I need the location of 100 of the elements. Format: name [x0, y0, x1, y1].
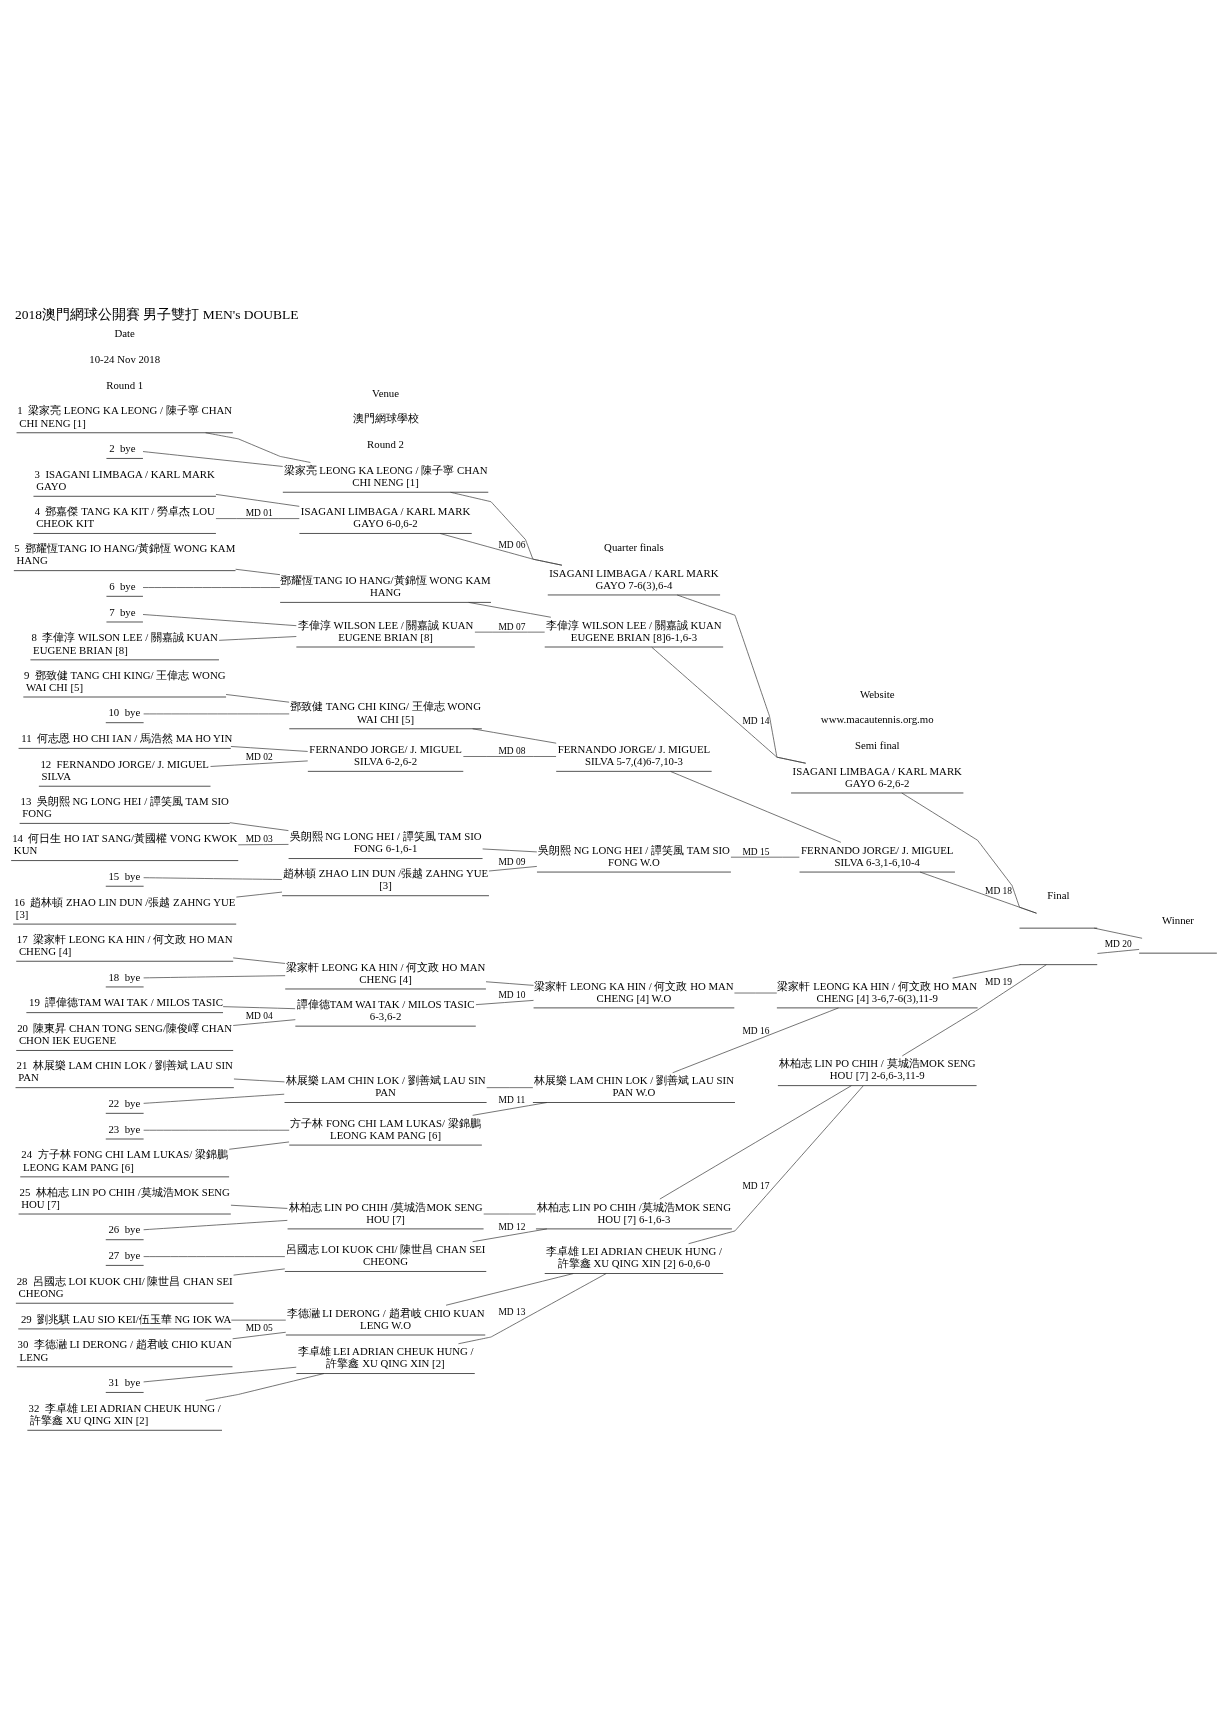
connector — [472, 1228, 548, 1243]
connector — [225, 694, 290, 703]
connector — [670, 771, 842, 843]
connector — [142, 587, 281, 588]
connector — [468, 602, 552, 618]
node-text: 方子林 FONG CHI LAM LUKAS/ 梁錦鵬 LEONG KAM PANG [6] — [290, 1116, 481, 1141]
node-text: 李德瀜 LI DERONG / 趙君岐 CHIO KUAN LENG W.O — [286, 1306, 485, 1331]
connector — [142, 614, 297, 626]
connector — [210, 760, 309, 767]
node-text: 4 鄧嘉傑 TANG KA KIT / 勞卓杰 LOU CHEOK KIT — [34, 505, 215, 530]
node-text: 12 FERNANDO JORGE/ J. MIGUEL SILVA — [40, 757, 209, 783]
node-text: FERNANDO JORGE/ J. MIGUEL SILVA 6-2,6-2 — [309, 742, 462, 768]
node-text: 30 李德瀜 LI DERONG / 趙君岐 CHIO KUAN LENG — [17, 1338, 232, 1363]
edge-label: MD 08 — [498, 745, 526, 756]
connector — [236, 891, 283, 898]
node-text: 李卓雄 LEI ADRIAN CHEUK HUNG / 許擎鑫 XU QING XIN [2] 6-0,6-0 — [545, 1245, 722, 1270]
connector — [445, 1273, 574, 1306]
connector — [919, 871, 1037, 914]
connector — [232, 1331, 287, 1340]
label: Date — [114, 327, 135, 340]
edge-label: MD 11 — [498, 1095, 526, 1106]
connector — [952, 964, 1021, 979]
node-text: 25 林柏志 LIN PO CHIH /莫城浩MOK SENG HOU [7] — [19, 1185, 230, 1210]
node-text: 11 何志恩 HO CHI IAN / 馬浩然 MA HO YIN — [21, 732, 233, 745]
connector — [1097, 949, 1140, 954]
edge-label: MD 16 — [742, 1026, 770, 1037]
edge-label: MD 04 — [245, 1010, 273, 1021]
connector — [472, 728, 557, 744]
label: Round 2 — [367, 438, 405, 451]
node-text: 8 李偉淳 WILSON LEE / 關嘉誠 KUAN EUGENE BRIAN [8] — [31, 631, 218, 656]
node-text: 5 鄧耀恆TANG IO HANG/黃錦恆 WONG KAM HANG — [14, 542, 236, 567]
edge-label: MD 03 — [245, 833, 273, 844]
label: Semi final — [854, 738, 900, 751]
edge-label: MD 20 — [1104, 939, 1132, 950]
node-text: 吳朗熙 NG LONG HEI / 譚笑風 TAM SIO FONG W.O — [537, 843, 730, 868]
edge-label: MD 19 — [985, 977, 1013, 988]
node-text: 15 bye — [108, 870, 141, 883]
connector — [901, 792, 1037, 914]
connector — [143, 975, 286, 979]
connector — [143, 1256, 286, 1257]
edge-label: MD 12 — [498, 1221, 526, 1232]
connector — [439, 533, 563, 566]
connector — [651, 646, 807, 764]
node-text: 梁家軒 LEONG KA HIN / 何文政 HO MAN CHENG [4] 3-6,7-6(3),11-9 — [777, 979, 977, 1004]
edge-label: MD 05 — [245, 1323, 273, 1334]
edge-label: MD 09 — [498, 856, 526, 867]
connector — [229, 822, 289, 831]
node-text: 9 鄧致健 TANG CHI KING/ 王偉志 WONG WAI CHI [5] — [23, 668, 226, 693]
connector — [463, 756, 557, 757]
node-text: 29 劉兆騏 LAU SIO KEI/伍玉華 NG IOK WA — [20, 1312, 232, 1325]
node-text: 26 bye — [108, 1223, 141, 1236]
connector — [672, 1007, 839, 1074]
node-text: 13 吳朗熙 NG LONG HEI / 譚笑風 TAM SIO FONG — [20, 795, 229, 820]
node-text: 22 bye — [108, 1097, 141, 1110]
connector — [482, 848, 538, 853]
node-text: 呂國志 LOI KUOK CHI/ 陳世昌 CHAN SEI CHEONG — [285, 1243, 486, 1268]
edge-label: MD 18 — [985, 885, 1013, 896]
connector — [488, 866, 538, 872]
node-text: 7 bye — [109, 605, 136, 618]
connector — [228, 1141, 290, 1150]
label: Quarter finals — [604, 540, 664, 553]
node-text: 林展樂 LAM CHIN LOK / 劉善斌 LAU SIN PAN W.O — [533, 1074, 734, 1099]
connector — [205, 1373, 325, 1401]
connector — [486, 1087, 534, 1088]
label: www.macautennis.org.mo — [820, 713, 934, 726]
node-text: 32 李卓雄 LEI ADRIAN CHEUK HUNG / 許擎鑫 XU QING XIN [2] — [28, 1401, 221, 1427]
node-text: 20 陳東昇 CHAN TONG SENG/陳俊嶧 CHAN CHON IEK EUGENE — [17, 1022, 233, 1047]
node-bar — [1019, 964, 1098, 965]
connector — [222, 1006, 296, 1010]
connector — [233, 1268, 286, 1276]
connector — [475, 1000, 534, 1005]
connector — [142, 451, 284, 467]
node-text: 吳朗熙 NG LONG HEI / 譚笑風 TAM SIO FONG 6-1,6-1 — [289, 830, 482, 855]
node-text: 10 bye — [108, 706, 141, 719]
edge-label: MD 07 — [498, 621, 526, 632]
node-text: FERNANDO JORGE/ J. MIGUEL SILVA 6-3,1-6,10-4 — [801, 843, 954, 868]
node-bar — [1019, 927, 1098, 929]
node-text: 19 譚偉德TAM WAI TAK / MILOS TASIC — [29, 996, 223, 1009]
edge-label: MD 01 — [245, 508, 273, 519]
node-text: 梁家軒 LEONG KA HIN / 何文政 HO MAN CHENG [4] W.O — [534, 979, 734, 1004]
node-text: 梁家亮 LEONG KA LEONG / 陳子寧 CHAN CHI NENG [1] — [283, 463, 488, 489]
node-text: 31 bye — [108, 1376, 141, 1389]
node-text: 李偉淳 WILSON LEE / 關嘉誠 KUAN EUGENE BRIAN [8] — [297, 618, 474, 643]
connector — [458, 1273, 607, 1345]
connector — [143, 1093, 285, 1104]
node-text: 李偉淳 WILSON LEE / 關嘉誠 KUAN EUGENE BRIAN [8]6-1,6-3 — [546, 618, 722, 643]
connector — [472, 1102, 548, 1116]
connector — [232, 1019, 296, 1026]
node-text: FERNANDO JORGE/ J. MIGUEL SILVA 5-7,(4)6-7,10-3 — [557, 742, 711, 768]
edge-label: MD 02 — [245, 752, 273, 762]
node-text: 14 何日生 HO IAT SANG/黃國權 VONG KWOK KUN — [12, 832, 238, 857]
connector — [230, 746, 308, 752]
connector — [235, 568, 281, 576]
node-text: 林柏志 LIN PO CHIH /莫城浩MOK SENG HOU [7] 6-1,6-3 — [536, 1200, 731, 1225]
connector — [230, 1204, 288, 1209]
label: 澳門網球學校 — [352, 412, 419, 425]
connector — [143, 1366, 297, 1383]
diagram-title: 2018澳門網球公開賽 男子雙打 MEN's DOUBLE — [15, 307, 299, 323]
node-text: 林展樂 LAM CHIN LOK / 劉善斌 LAU SIN PAN — [285, 1074, 486, 1099]
label: Winner — [1162, 913, 1194, 926]
